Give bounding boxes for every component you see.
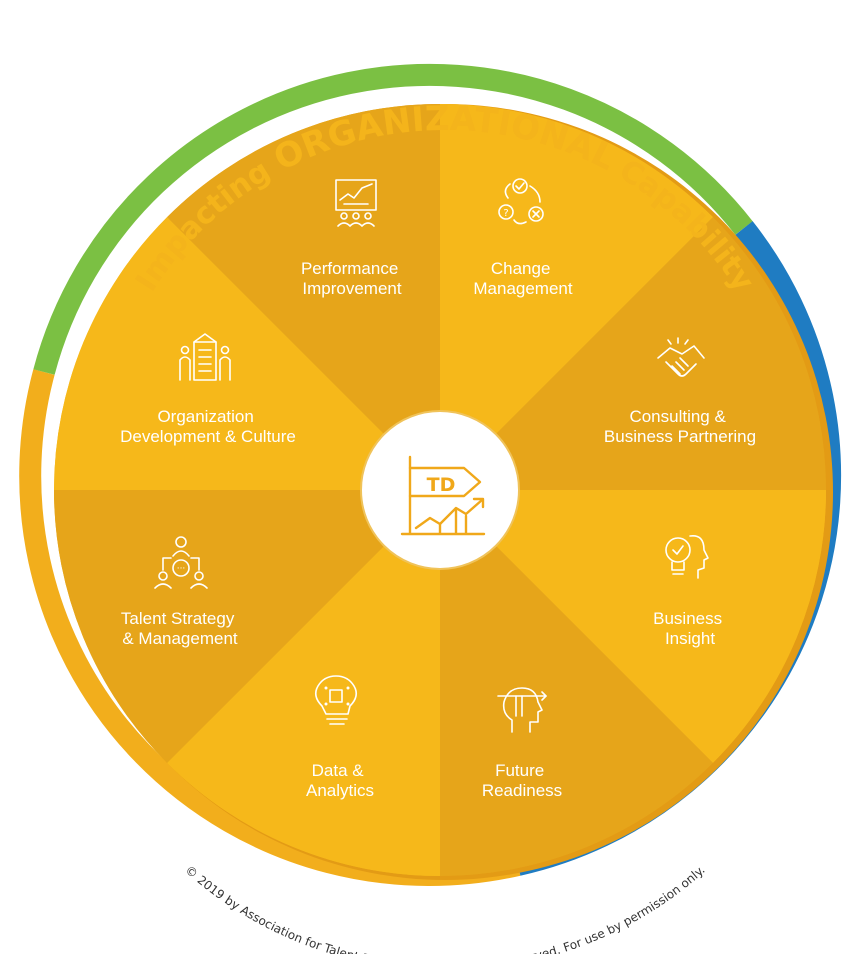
segment-icons: ? <box>154 178 709 733</box>
segment-label-change-2: Management <box>473 279 573 298</box>
presentation-chart-icon <box>335 179 377 227</box>
segment-label-data-1: Data & <box>312 761 365 780</box>
segment-label-insight-1: Business <box>653 609 722 628</box>
segment-label-insight-2: Insight <box>665 629 715 648</box>
segment-wedge-talent-right <box>54 490 440 763</box>
svg-text:Organization Development: Organization Development & Culture <box>120 407 296 446</box>
segment-label-consulting-1: Consulting & <box>629 407 726 426</box>
future-head-icon <box>497 687 547 733</box>
svg-text:Change Management: Change Management <box>473 259 573 298</box>
lightbulb-head-icon <box>665 534 709 579</box>
svg-text:Data & Analytics: Data & Analytics <box>306 761 374 800</box>
organization-building-icon <box>179 333 231 381</box>
segment-label-organization-2: Development & Culture <box>120 427 296 446</box>
segment-wedge-future-right <box>440 490 713 876</box>
center-badge: TD <box>360 410 520 570</box>
wheel-segments <box>54 104 826 876</box>
segment-wedge-performance-right <box>167 104 440 490</box>
svg-text:Talent Strategy & Manage: Talent Strategy & Management <box>121 609 239 648</box>
svg-text:Business Insight: Business Insight <box>653 609 727 648</box>
segment-wedge-data-right <box>167 490 440 876</box>
center-label: TD <box>427 474 456 496</box>
segment-wedge-consulting-right <box>440 217 826 490</box>
svg-text:?: ? <box>503 208 508 219</box>
segment-label-talent-1: Talent Strategy <box>121 609 235 628</box>
segment-label-consulting-2: Business Partnering <box>604 427 756 446</box>
segment-label-future-2: Readiness <box>482 781 562 800</box>
segment-label-organization-1: Organization <box>157 407 253 426</box>
svg-text:Consulting & Business Pa: Consulting & Business Partnering <box>604 407 756 446</box>
svg-text:Future Readiness: Future Readiness <box>482 761 562 800</box>
segment-wedge-insight-right <box>440 490 826 763</box>
data-bulb-icon <box>314 675 358 725</box>
td-logo-icon <box>400 455 486 536</box>
segment-wedge-change-right <box>440 104 713 490</box>
segment-label-change-1: Change <box>491 259 551 278</box>
segment-labels: Performance Improvement Change Managemen… <box>120 259 756 800</box>
segment-label-data-2: Analytics <box>306 781 374 800</box>
segment-wedge-organization-right <box>54 217 440 490</box>
change-cycle-icon: ? <box>498 178 544 225</box>
talent-network-icon: ··· <box>154 536 208 589</box>
svg-text:Performance Improvement: Performance Improvement <box>301 259 403 298</box>
outer-ring-green-arc <box>33 63 753 375</box>
handshake-icon <box>657 337 705 377</box>
segment-label-future-1: Future <box>495 761 544 780</box>
segment-label-talent-2: & Management <box>122 629 238 648</box>
segment-label-performance-1: Performance <box>301 259 398 278</box>
segment-label-performance-2: Improvement <box>302 279 401 298</box>
svg-text:···: ··· <box>177 564 186 574</box>
